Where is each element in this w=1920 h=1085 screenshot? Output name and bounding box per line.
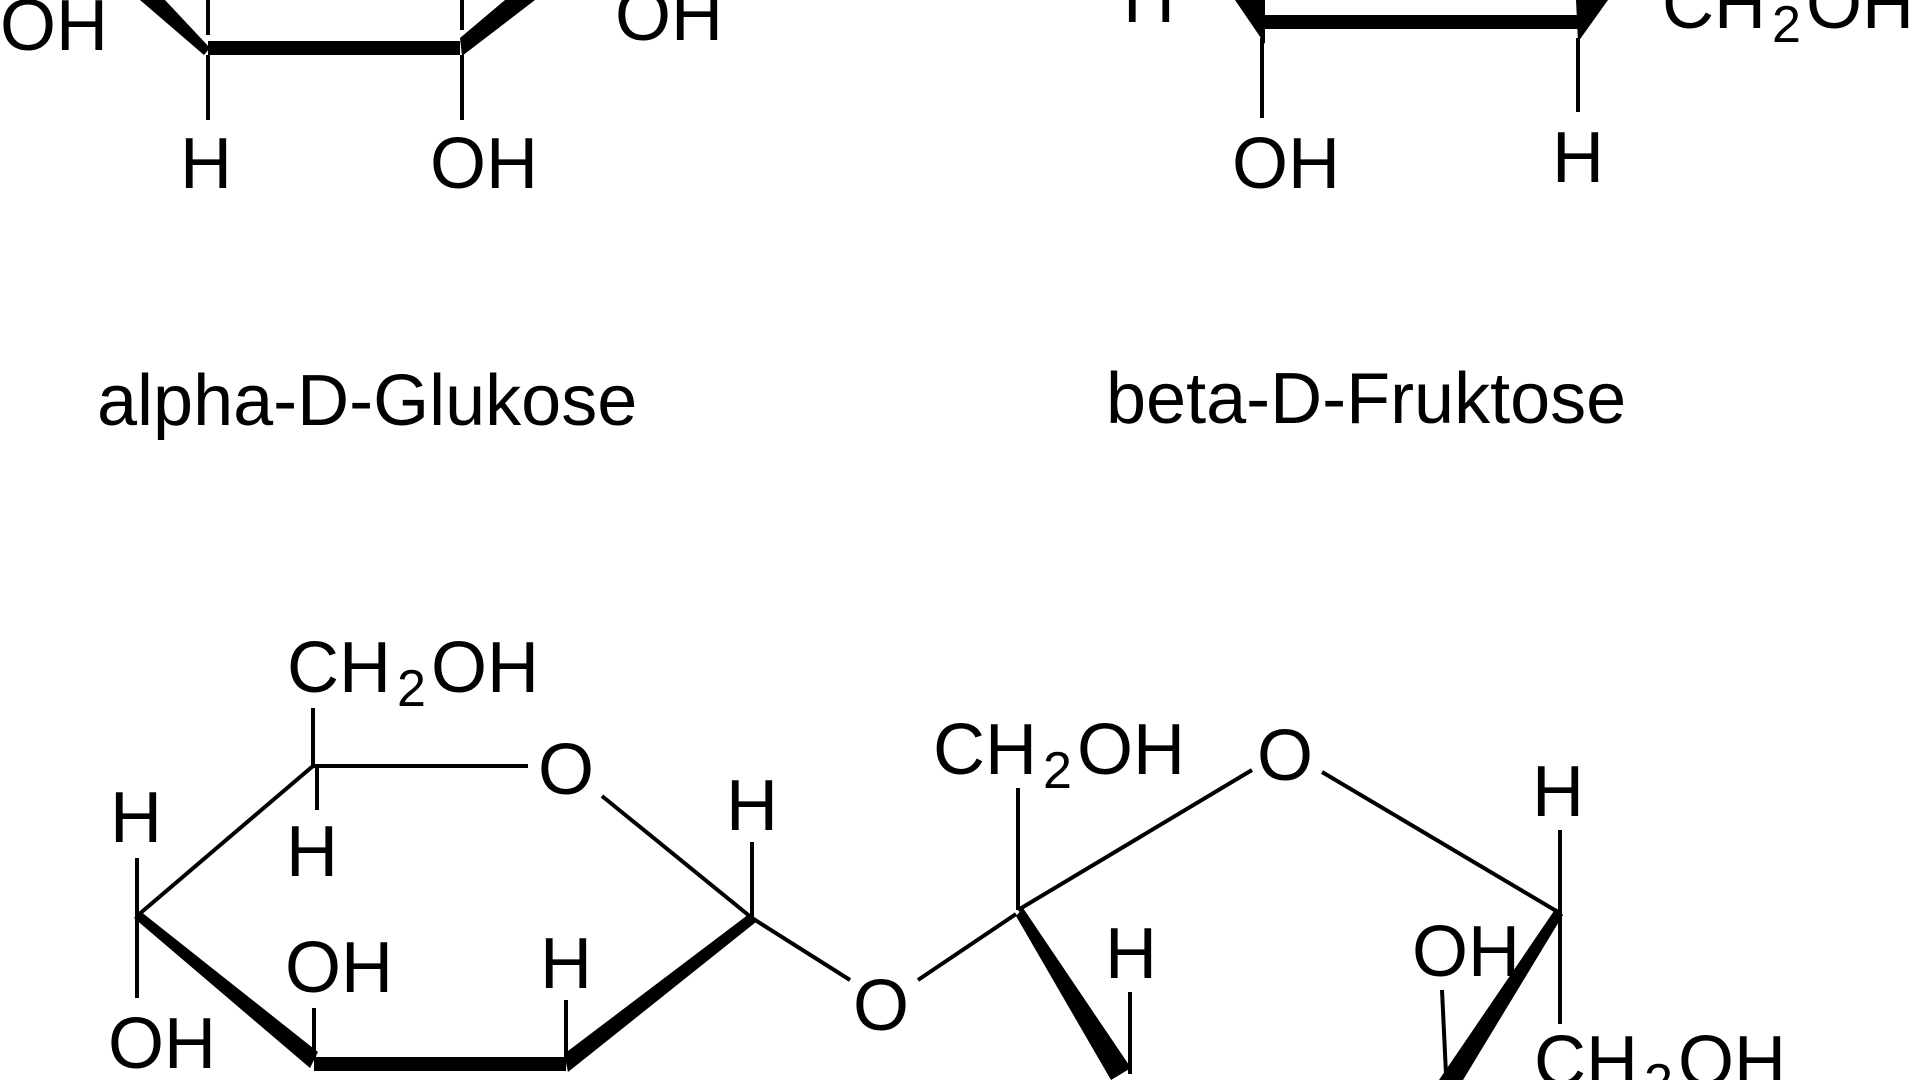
svg-text:CH: CH (287, 628, 391, 708)
svg-text:OH: OH (1806, 0, 1914, 44)
svg-text:OH: OH (1077, 710, 1185, 790)
suc-c5f-c4f-wedge (1439, 908, 1563, 1080)
suc-h-c5: H (286, 812, 338, 892)
suc-ring-o-fructose: O (1257, 716, 1313, 796)
suc-h-c3f: H (1105, 914, 1157, 994)
fructose-structure: H CH 2 OH OH H beta-D-Fruktose (1106, 0, 1914, 439)
glucose-h-bottom: H (180, 124, 232, 204)
fructose-oh-bottom: OH (1232, 124, 1340, 204)
fructose-left-wedge (1235, 0, 1265, 44)
suc-c5-c4-bond (135, 764, 315, 918)
suc-oh-c4f: OH (1412, 912, 1520, 992)
svg-text:OH: OH (431, 628, 539, 708)
suc-h-c4: H (110, 778, 162, 858)
svg-text:CH: CH (1662, 0, 1766, 44)
svg-text:CH: CH (933, 710, 1037, 790)
suc-c2f-o-bond (1016, 768, 1254, 912)
suc-ring-o-glucose: O (538, 730, 594, 810)
fructose-ch2oh-top-right: CH 2 OH (1662, 0, 1914, 54)
suc-c2-c1-wedge (564, 914, 756, 1072)
glucose-left-wedge (140, 0, 210, 55)
suc-ch2oh-fructose-bottom: CH 2 OH (1534, 1022, 1786, 1085)
glucose-oh-bottom: OH (430, 124, 538, 204)
suc-c2f-c3f-wedge (1016, 908, 1131, 1080)
glucose-structure: OH OH H OH alpha-D-Glukose (0, 0, 723, 441)
suc-ch2oh-glucose: CH 2 OH (287, 628, 539, 718)
glucose-oh-top-right: OH (615, 0, 723, 56)
svg-text:OH: OH (1678, 1022, 1786, 1080)
svg-text:2: 2 (1644, 1054, 1673, 1080)
glucose-oh-top-left: OH (0, 0, 108, 66)
suc-o-c1-bond (600, 794, 754, 920)
fructose-h-top-left: H (1123, 0, 1175, 38)
fructose-h-bottom: H (1552, 118, 1604, 198)
suc-ch2oh-fructose-top: CH 2 OH (933, 710, 1185, 800)
glucose-right-wedge (460, 0, 535, 56)
svg-text:CH: CH (1534, 1022, 1638, 1080)
suc-bridge-o-c2f-bond (916, 912, 1018, 982)
glucose-caption: alpha-D-Glukose (97, 361, 637, 441)
suc-h-c2: H (540, 924, 592, 1004)
suc-o-c5f-bond (1320, 770, 1560, 914)
fructose-caption: beta-D-Fruktose (1106, 359, 1626, 439)
sucrose-structure: CH 2 OH O H H OH H OH H O CH 2 OH O H H … (108, 628, 1786, 1085)
svg-text:2: 2 (1043, 742, 1072, 800)
suc-h-c1: H (726, 766, 778, 846)
suc-oh-c4: OH (108, 1004, 216, 1080)
suc-h-c5f: H (1532, 752, 1584, 832)
suc-c1-bridge-o-bond (750, 916, 852, 982)
suc-bridge-o: O (853, 966, 909, 1046)
fructose-right-wedge (1576, 0, 1608, 42)
suc-c4f-oh-stub (1440, 989, 1448, 1075)
suc-c4-c3-wedge (134, 911, 318, 1068)
svg-text:2: 2 (1772, 0, 1801, 54)
svg-text:2: 2 (397, 660, 426, 718)
suc-oh-c3: OH (285, 928, 393, 1008)
